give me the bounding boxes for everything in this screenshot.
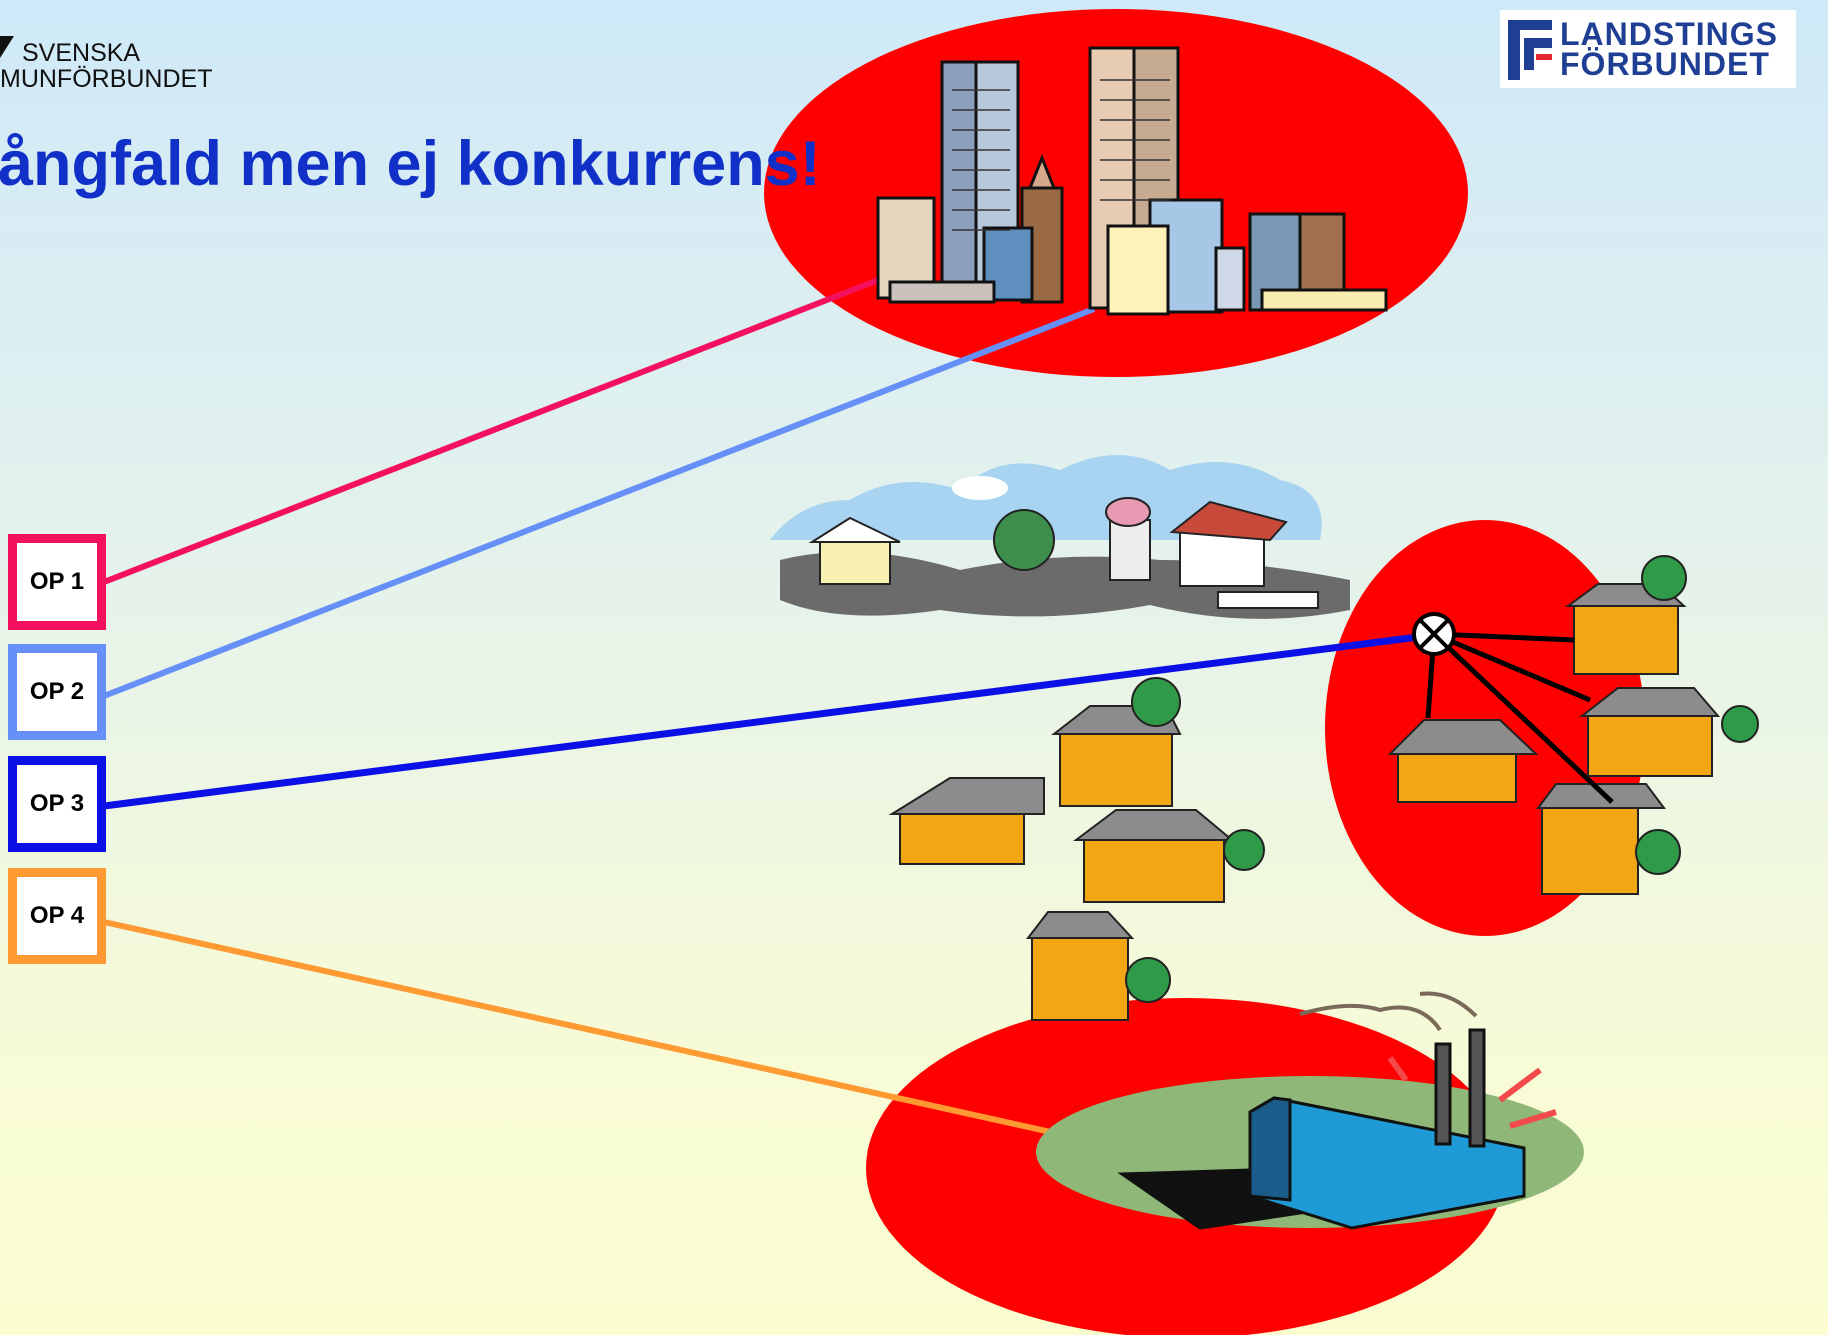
svenska-kommunforbundet-logo: SVENSKA MUNFÖRBUNDET [0, 36, 213, 93]
landstingsforbundet-logo: LANDSTINGS FÖRBUNDET [1500, 10, 1796, 88]
slide-title: ångfald men ej konkurrens! [0, 129, 821, 199]
landstings-mark-icon [1500, 10, 1560, 88]
countryside-icon [770, 455, 1350, 619]
op2-box[interactable]: OP 2 [8, 644, 106, 740]
city-buildings-icon [876, 46, 1388, 316]
logo-mark-icon [0, 36, 14, 58]
hub-node-icon [1412, 612, 1456, 656]
op2-label: OP 2 [29, 678, 85, 705]
op1-label: OP 1 [29, 568, 85, 595]
op1-line [102, 277, 880, 585]
logo-right-line1: LANDSTINGS [1560, 16, 1778, 52]
logo-left-line2: MUNFÖRBUNDET [0, 65, 213, 93]
factory-icon [1036, 991, 1584, 1230]
suburb-houses-icon [1387, 555, 1759, 895]
op2-line [102, 306, 1096, 699]
op1-box[interactable]: OP 1 [8, 534, 106, 630]
op4-label: OP 4 [29, 902, 85, 929]
op4-box[interactable]: OP 4 [8, 868, 106, 964]
middle-houses-icon [888, 677, 1265, 1021]
logo-right-line2: FÖRBUNDET [1560, 46, 1770, 82]
op3-label: OP 3 [29, 790, 85, 817]
op3-line [103, 633, 1419, 810]
logo-left-line1: SVENSKA [22, 39, 141, 67]
op3-box[interactable]: OP 3 [8, 756, 106, 852]
op4-line [103, 919, 1196, 1167]
